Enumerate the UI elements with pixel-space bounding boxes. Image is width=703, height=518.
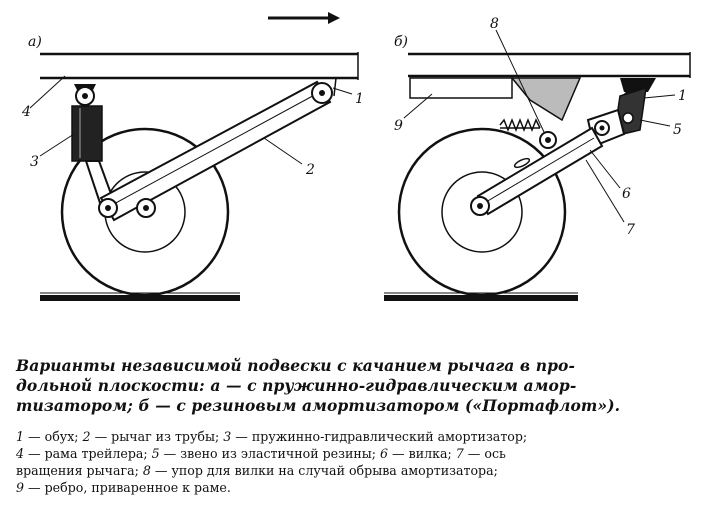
rib-b	[409, 77, 582, 122]
trailer-frame-a	[40, 52, 359, 80]
ground-b	[384, 292, 578, 301]
caption-line-3: тизатором; б — с резиновым амортизатором…	[16, 396, 621, 415]
label-1-a: 1	[355, 91, 364, 107]
legend-number: 9	[16, 480, 25, 495]
leaders-b	[403, 29, 676, 223]
legend-number: 8	[142, 463, 151, 478]
lever-tube-a	[98, 77, 337, 222]
figure-legend: 1 — обух; 2 — рычаг из трубы; 3 — пружин…	[16, 428, 692, 496]
label-7-b: 7	[626, 222, 635, 238]
figure-caption: Варианты независимой подвески с качанием…	[16, 356, 692, 416]
ground-a	[40, 292, 240, 301]
caption-line-1: Варианты независимой подвески с качанием…	[16, 356, 575, 375]
legend-line-2: 4 — рама трейлера; 5 — звено из эластичн…	[16, 445, 692, 462]
legend-line-1: 1 — обух; 2 — рычаг из трубы; 3 — пружин…	[16, 428, 692, 445]
label-4-a: 4	[21, 104, 31, 120]
legend-number: 6	[380, 446, 389, 461]
trailer-frame-b	[408, 52, 691, 78]
shock-absorber-a	[71, 84, 116, 208]
legend-number: 2	[82, 429, 91, 444]
legend-line-4: 9 — ребро, приваренное к раме.	[16, 479, 692, 496]
legend-number: 7	[455, 446, 464, 461]
label-1-b: 1	[678, 88, 687, 104]
legend-text: — обух;	[24, 429, 83, 444]
legend-text: — рама трейлера;	[24, 446, 152, 461]
legend-text: — упор для вилки на случай обрыва аморти…	[150, 463, 498, 478]
panel-b-label: б)	[394, 34, 408, 50]
stop-spring-b	[499, 117, 541, 133]
legend-number: 4	[16, 446, 25, 461]
lever-fork-b	[470, 108, 626, 216]
panel-b: б)	[384, 16, 691, 301]
legend-number: 5	[151, 446, 160, 461]
legend-line-3: вращения рычага; 8 — упор для вилки на с…	[16, 462, 692, 479]
legend-text: — вилка;	[388, 446, 456, 461]
label-6-b: 6	[622, 186, 631, 202]
panel-a: а)	[21, 34, 364, 301]
label-9-b: 9	[394, 118, 403, 134]
label-5-b: 5	[673, 122, 682, 138]
legend-text: — звено из эластичной резины;	[159, 446, 381, 461]
legend-text: — ребро, приваренное к раме.	[24, 480, 231, 495]
legend-number: 1	[16, 429, 25, 444]
label-3-a: 3	[30, 154, 39, 170]
label-8-b: 8	[490, 16, 499, 32]
legend-text: — ось	[463, 446, 506, 461]
legend-number: 3	[223, 429, 232, 444]
direction-arrow	[268, 12, 340, 24]
suspension-diagram: а)	[21, 12, 691, 301]
leaders-a	[29, 75, 353, 165]
legend-text: — пружинно-гидравлический амортизатор;	[231, 429, 528, 444]
legend-text: вращения рычага;	[16, 463, 143, 478]
legend-text: — рычаг из трубы;	[90, 429, 224, 444]
label-2-a: 2	[305, 162, 315, 178]
panel-a-label: а)	[28, 34, 42, 50]
caption-line-2: дольной плоскости: а — с пружинно-гидрав…	[16, 376, 577, 395]
